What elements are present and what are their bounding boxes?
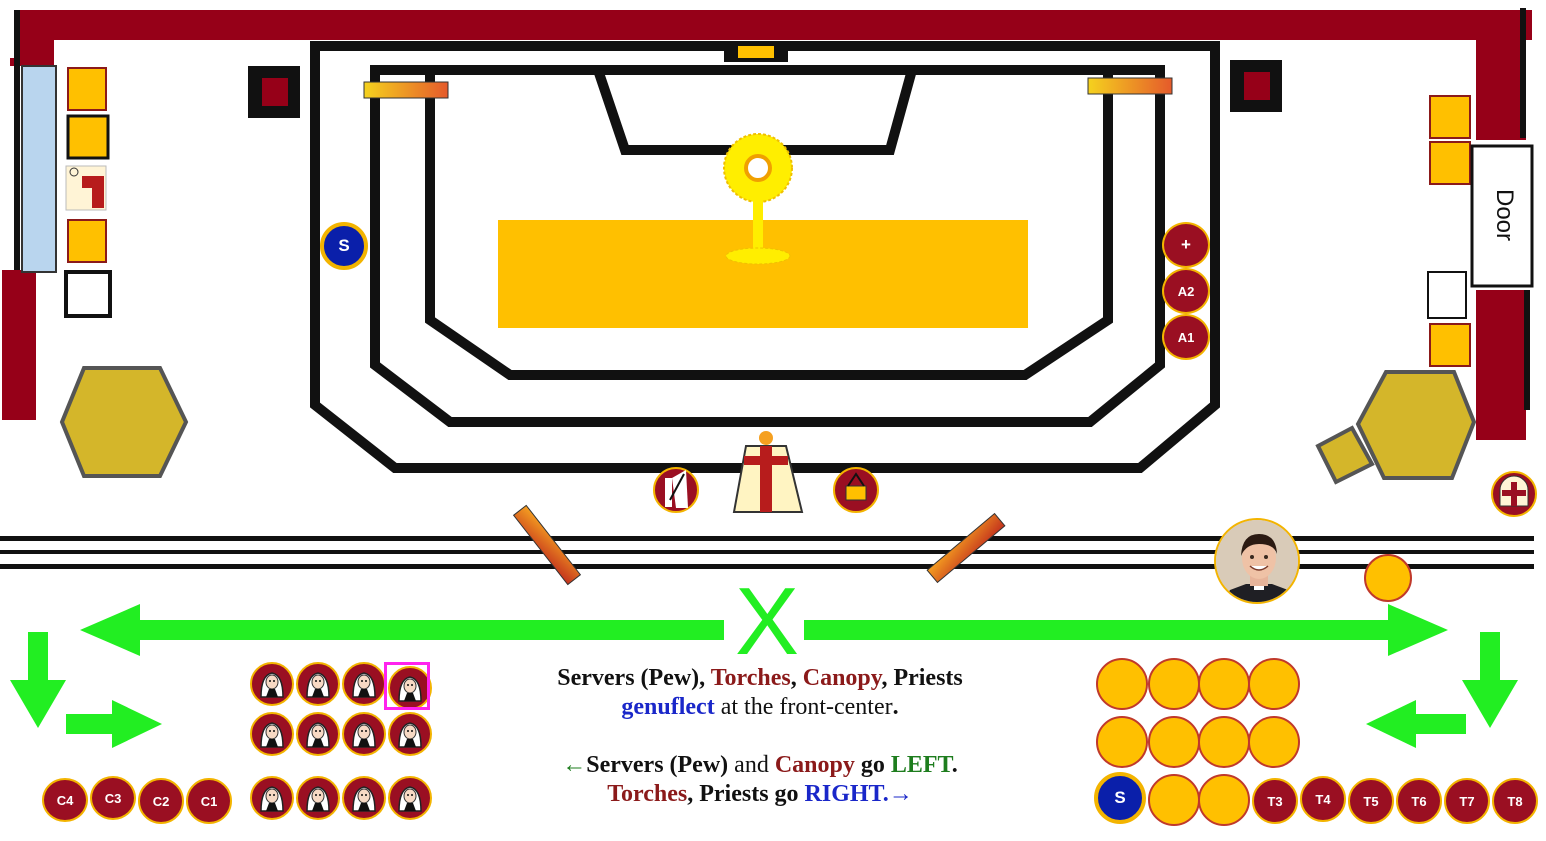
torch-bearer-t5: T5 — [1348, 778, 1394, 824]
hexagon-seat-left — [62, 368, 186, 476]
nun-marker-1 — [250, 662, 294, 706]
nun-marker-8 — [388, 712, 432, 756]
acolyte-marker-a1: A1 — [1162, 314, 1210, 360]
selected-nun-highlight — [384, 662, 430, 710]
pew-seat — [1198, 774, 1250, 826]
torch-bearer-t4: T4 — [1300, 776, 1346, 822]
nun-marker-2 — [296, 662, 340, 706]
nun-marker-12 — [388, 776, 432, 820]
torch-bearer-t3: T3 — [1252, 778, 1298, 824]
arrow-left-head — [80, 604, 140, 656]
pew-seat — [1198, 658, 1250, 710]
arrow-right-head — [1388, 604, 1448, 656]
canopy-bearer-c3: C3 — [90, 776, 136, 820]
arrow-left-small-shaft — [1414, 714, 1466, 734]
pew-seat — [1148, 658, 1200, 710]
pew-seat — [1096, 658, 1148, 710]
canopy-icon — [734, 431, 802, 512]
priest-position-marker — [1364, 554, 1412, 602]
caption-line-2: genuflect at the front-center. — [440, 693, 1080, 722]
cross-badge-icon — [1492, 472, 1536, 516]
candle-bar-left — [364, 82, 448, 98]
right-wall-upper — [1476, 10, 1526, 140]
top-wall — [20, 10, 1532, 40]
right-item-4 — [1430, 324, 1470, 366]
caption-line-1: Servers (Pew), Torches, Canopy, Priests — [440, 664, 1080, 693]
right-item-3 — [1428, 272, 1466, 318]
canopy-bearer-c1: C1 — [186, 778, 232, 824]
torch-bearer-t7: T7 — [1444, 778, 1490, 824]
server-marker-pew: S — [1094, 772, 1146, 824]
arrow-down-right-shaft — [1480, 632, 1500, 688]
server-marker-sanctuary: S — [320, 222, 368, 270]
candle-bar-right — [1088, 78, 1172, 94]
right-wall-lower — [1476, 290, 1526, 440]
acolyte-marker-a2: A2 — [1162, 268, 1210, 314]
nun-marker-3 — [342, 662, 386, 706]
rail-gate-right — [927, 514, 1005, 583]
right-item-1 — [1430, 96, 1470, 138]
communion-rail — [0, 536, 1534, 569]
credence-item-4 — [68, 220, 106, 262]
top-left-wall-corner — [20, 10, 54, 58]
nun-marker-5 — [250, 712, 294, 756]
arrow-left-shaft — [118, 620, 724, 640]
left-wall-lower — [2, 270, 36, 420]
door-label: Door — [1484, 150, 1524, 280]
arrow-down-left-shaft — [28, 632, 48, 688]
arrow-right-shaft — [804, 620, 1410, 640]
credence-item-5 — [66, 272, 110, 316]
hexagon-seat-right — [1358, 372, 1474, 478]
canopy-bearer-c4: C4 — [42, 778, 88, 822]
pew-seat — [1248, 716, 1300, 768]
arrow-right-small-shaft — [66, 714, 118, 734]
rail-gate-left — [514, 505, 581, 584]
canopy-bearer-c2: C2 — [138, 778, 184, 824]
nun-marker-9 — [250, 776, 294, 820]
caption-line-3: ←Servers (Pew) and Canopy go LEFT. — [440, 751, 1080, 780]
right-item-2 — [1430, 142, 1470, 184]
nun-marker-7 — [342, 712, 386, 756]
window — [22, 66, 56, 272]
left-wall-line — [14, 10, 20, 270]
nun-marker-10 — [296, 776, 340, 820]
pew-seat — [1198, 716, 1250, 768]
pew-seat — [1148, 774, 1200, 826]
priest-avatar — [1214, 518, 1300, 604]
caption-line-4: Torches, Priests go RIGHT.→ — [440, 780, 1080, 809]
credence-item-1 — [68, 68, 106, 110]
torch-bearer-t8: T8 — [1492, 778, 1538, 824]
processional-cross-icon — [654, 468, 698, 512]
crossing-mark: X — [726, 578, 808, 666]
cross-bearer-marker: + — [1162, 222, 1210, 268]
pew-seat — [1148, 716, 1200, 768]
nun-marker-6 — [296, 712, 340, 756]
pew-seat — [1248, 658, 1300, 710]
pew-seat — [1096, 716, 1148, 768]
torch-bearer-t6: T6 — [1396, 778, 1442, 824]
thurible-icon — [834, 468, 878, 512]
instruction-caption: Servers (Pew), Torches, Canopy, Priests … — [440, 664, 1080, 809]
nun-marker-11 — [342, 776, 386, 820]
credence-item-2 — [68, 116, 108, 158]
